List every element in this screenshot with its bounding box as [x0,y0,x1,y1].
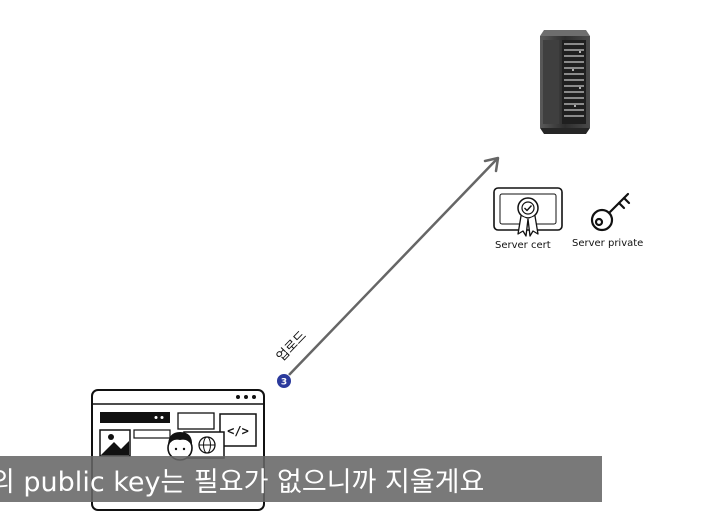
svg-text:</>: </> [227,424,249,438]
step-number: 3 [281,378,287,388]
subtitle-text: 의 public key는 필요가 없으니까 지울게요 [0,466,485,498]
subtitle-bar: 의 public key는 필요가 없으니까 지울게요 [0,456,602,502]
step-badge: 3 [276,373,292,389]
server-private-label: Server private [572,238,643,249]
server-rack-icon [540,30,590,134]
key-icon [590,192,631,232]
certificate-icon [493,187,563,237]
server-cert-label: Server cert [495,240,551,251]
upload-arrow [286,156,500,378]
